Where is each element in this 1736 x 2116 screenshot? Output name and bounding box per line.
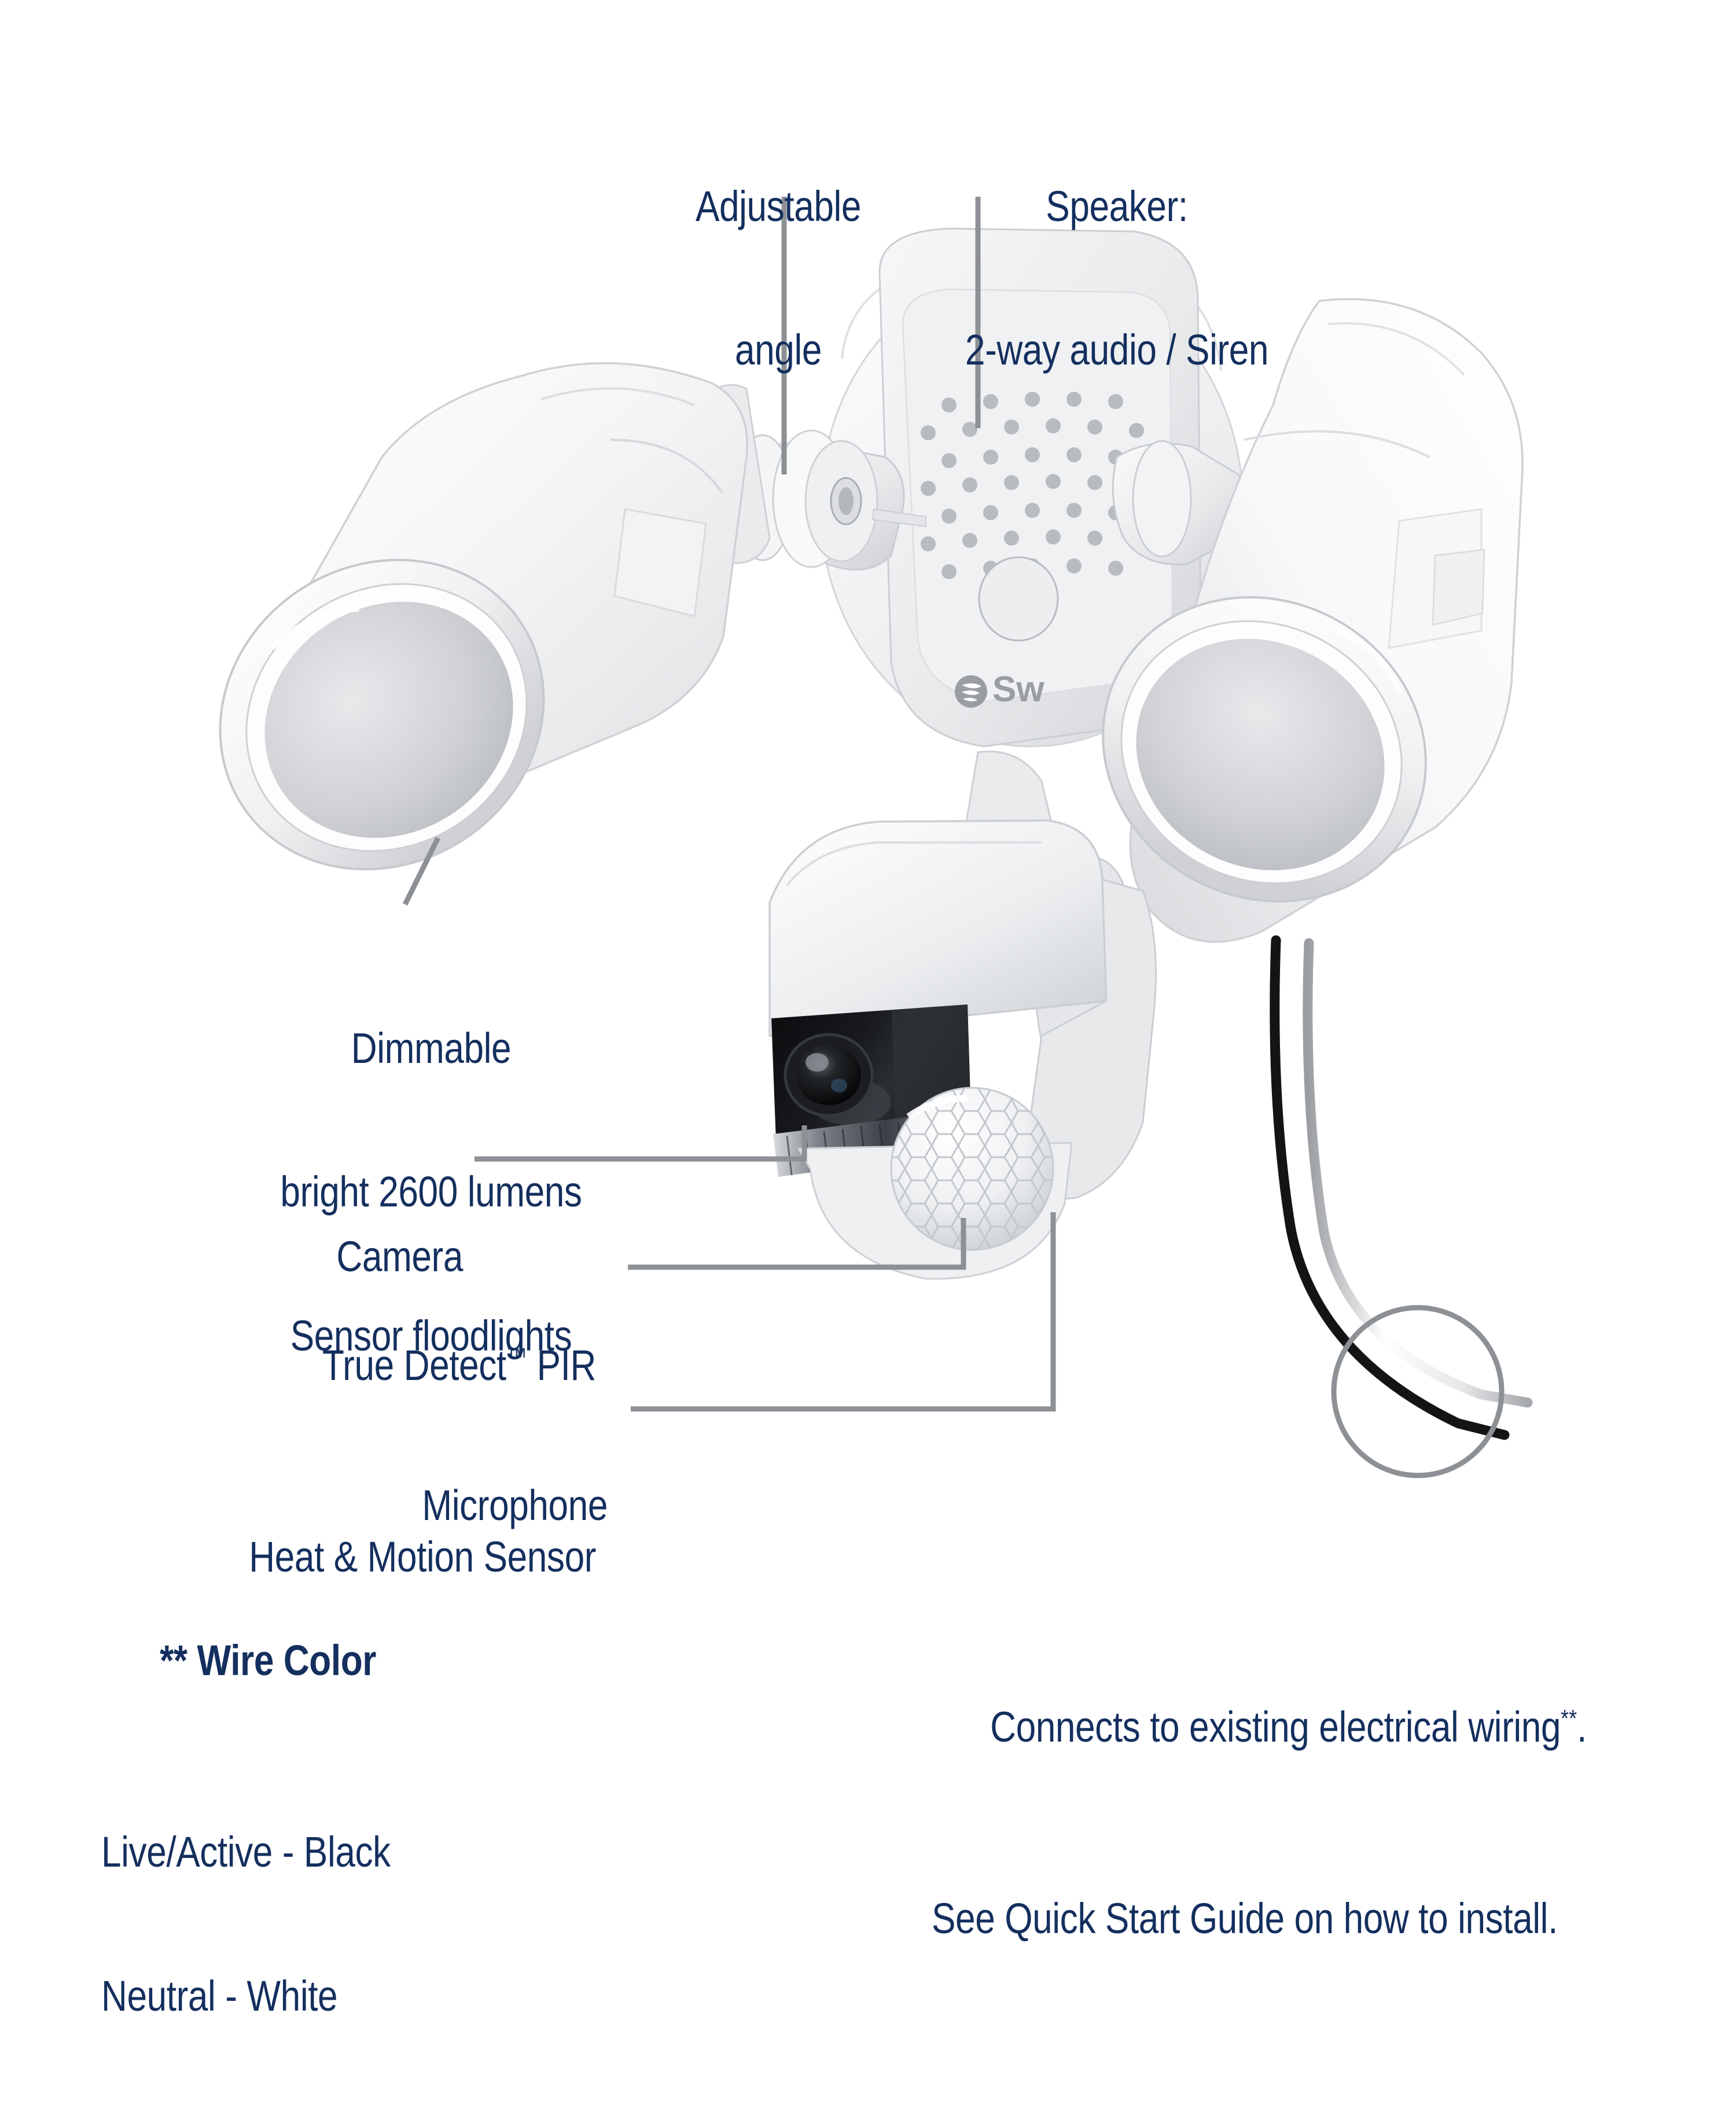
callout-pir-sensor: True Detect™ PIR Heat & Motion Sensor xyxy=(110,1198,596,1677)
install-note-line-2: See Quick Start Guide on how to install. xyxy=(932,1894,1558,1943)
install-note-line-1: Connects to existing electrical wiring**… xyxy=(932,1655,1661,1799)
wire-highlight-circle xyxy=(1331,1305,1505,1478)
ir-band xyxy=(773,1109,978,1177)
camera-module xyxy=(768,819,1157,1280)
wire-color-note: ** Wire Color Live/Active - Black Neutra… xyxy=(101,1493,636,2116)
callout-line: angle xyxy=(735,326,822,374)
callout-line: Heat & Motion Sensor xyxy=(249,1533,596,1581)
wire-color-title xyxy=(187,1636,197,1684)
product-diagram-canvas: Sw xyxy=(94,87,1587,2020)
callout-speaker: Speaker: 2-way audio / Siren xyxy=(884,87,1350,470)
reset-button xyxy=(978,556,1059,642)
callout-adjustable-angle: Adjustable angle xyxy=(628,87,929,470)
pir-label-text: True Detect xyxy=(322,1341,506,1389)
callout-line: Sensor floodlights xyxy=(290,1312,572,1360)
left-light-diffuser xyxy=(264,601,513,838)
camera-lens xyxy=(784,1033,874,1117)
callout-line: Adjustable xyxy=(695,182,862,230)
callout-line: Dimmable xyxy=(351,1024,512,1072)
footnote-marker: ** xyxy=(1561,1704,1577,1732)
callout-camera: Camera xyxy=(94,1137,463,1377)
wire-color-heading: ** Wire Color xyxy=(101,1589,636,1733)
wire-color-line: Neutral - White xyxy=(101,1971,338,2020)
wire-color-title-text: Wire Color xyxy=(197,1636,377,1684)
callout-line: Microphone xyxy=(422,1481,608,1529)
install-note: Connects to existing electrical wiring**… xyxy=(932,1559,1661,2039)
callout-line: Camera xyxy=(336,1232,463,1280)
wire-color-line: Live/Active - Black xyxy=(101,1828,391,1876)
callout-microphone: Microphone xyxy=(219,1386,608,1625)
callout-line: bright 2600 lumens xyxy=(280,1168,582,1216)
svg-text:Sw: Sw xyxy=(992,669,1044,709)
power-wires xyxy=(1270,935,1533,1478)
trademark-symbol: ™ xyxy=(506,1342,527,1371)
swann-logo: Sw xyxy=(955,669,1044,709)
callout-line: 2-way audio / Siren xyxy=(965,326,1269,374)
leader-floodlights xyxy=(402,837,441,906)
wire-color-marker: ** xyxy=(160,1636,187,1684)
pir-dome xyxy=(890,1087,1054,1251)
install-note-text: Connects to existing electrical wiring xyxy=(990,1702,1561,1751)
angle-adjust-screw xyxy=(830,477,862,525)
install-note-period: . xyxy=(1577,1702,1587,1751)
right-light-diffuser xyxy=(1136,638,1385,871)
callout-line-pir: True Detect™ PIR xyxy=(110,1294,596,1438)
pir-label-tail: PIR xyxy=(527,1341,597,1389)
callout-floodlights: Dimmable bright 2600 lumens Sensor flood… xyxy=(164,929,698,1456)
callout-line: Speaker: xyxy=(1046,182,1188,230)
neutral-wire-white xyxy=(1303,938,1533,1408)
camera-stalk xyxy=(959,750,1132,1050)
live-wire-black xyxy=(1270,935,1510,1440)
